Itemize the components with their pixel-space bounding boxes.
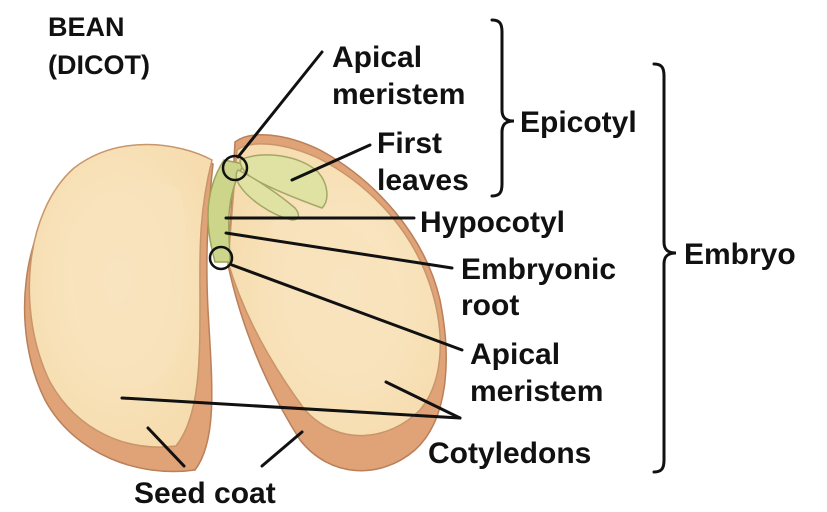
label-apical-meristem-top-line1: Apical (332, 41, 422, 74)
label-embryo: Embryo (684, 238, 796, 271)
label-embryonic-root-line2: root (461, 289, 519, 322)
label-embryonic-root-line1: Embryonic (461, 253, 616, 286)
diagram-title-line1: BEAN (48, 12, 125, 42)
label-apical-meristem-top-line2: meristem (332, 78, 465, 111)
left-cotyledon (25, 145, 213, 472)
label-apical-meristem-bottom-line1: Apical (470, 338, 560, 371)
epicotyl-bracket (492, 20, 514, 196)
diagram-title-line2: (DICOT) (48, 50, 150, 80)
leader-seed-coat-right (262, 432, 302, 466)
label-first-leaves-line1: First (377, 127, 442, 160)
label-cotyledons: Cotyledons (428, 437, 591, 470)
label-hypocotyl: Hypocotyl (420, 206, 565, 239)
label-epicotyl: Epicotyl (520, 106, 637, 139)
label-seed-coat: Seed coat (134, 477, 276, 510)
embryo-bracket (654, 64, 676, 472)
label-first-leaves-line2: leaves (377, 164, 469, 197)
label-apical-meristem-bottom-line2: meristem (470, 375, 603, 408)
